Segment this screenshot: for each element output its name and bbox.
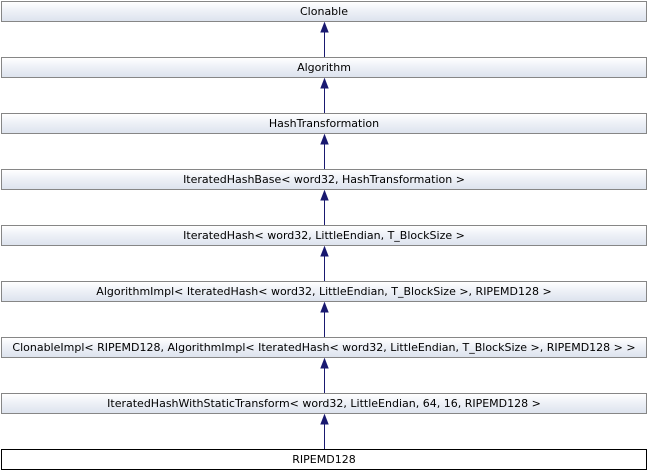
inheritance-arrowhead <box>320 189 329 201</box>
class-node-algorithm[interactable]: Algorithm <box>1 57 647 78</box>
inheritance-arrowhead <box>320 413 329 425</box>
class-node-hash-transformation[interactable]: HashTransformation <box>1 113 647 134</box>
class-node-iterated-hash[interactable]: IteratedHash< word32, LittleEndian, T_Bl… <box>1 225 647 246</box>
class-node-ripemd128: RIPEMD128 <box>1 449 647 470</box>
inheritance-arrowhead <box>320 301 329 313</box>
class-node-iterated-hash-with-static-transform[interactable]: IteratedHashWithStaticTransform< word32,… <box>1 393 647 414</box>
inheritance-arrowhead <box>320 77 329 89</box>
class-node-iterated-hash-base[interactable]: IteratedHashBase< word32, HashTransforma… <box>1 169 647 190</box>
inheritance-arrowhead <box>320 21 329 33</box>
class-node-clonable[interactable]: Clonable <box>1 1 647 22</box>
class-node-algorithm-impl[interactable]: AlgorithmImpl< IteratedHash< word32, Lit… <box>1 281 647 302</box>
inheritance-arrowhead <box>320 357 329 369</box>
class-node-clonable-impl[interactable]: ClonableImpl< RIPEMD128, AlgorithmImpl< … <box>1 337 647 358</box>
inheritance-arrowhead <box>320 245 329 257</box>
inheritance-arrowhead <box>320 133 329 145</box>
